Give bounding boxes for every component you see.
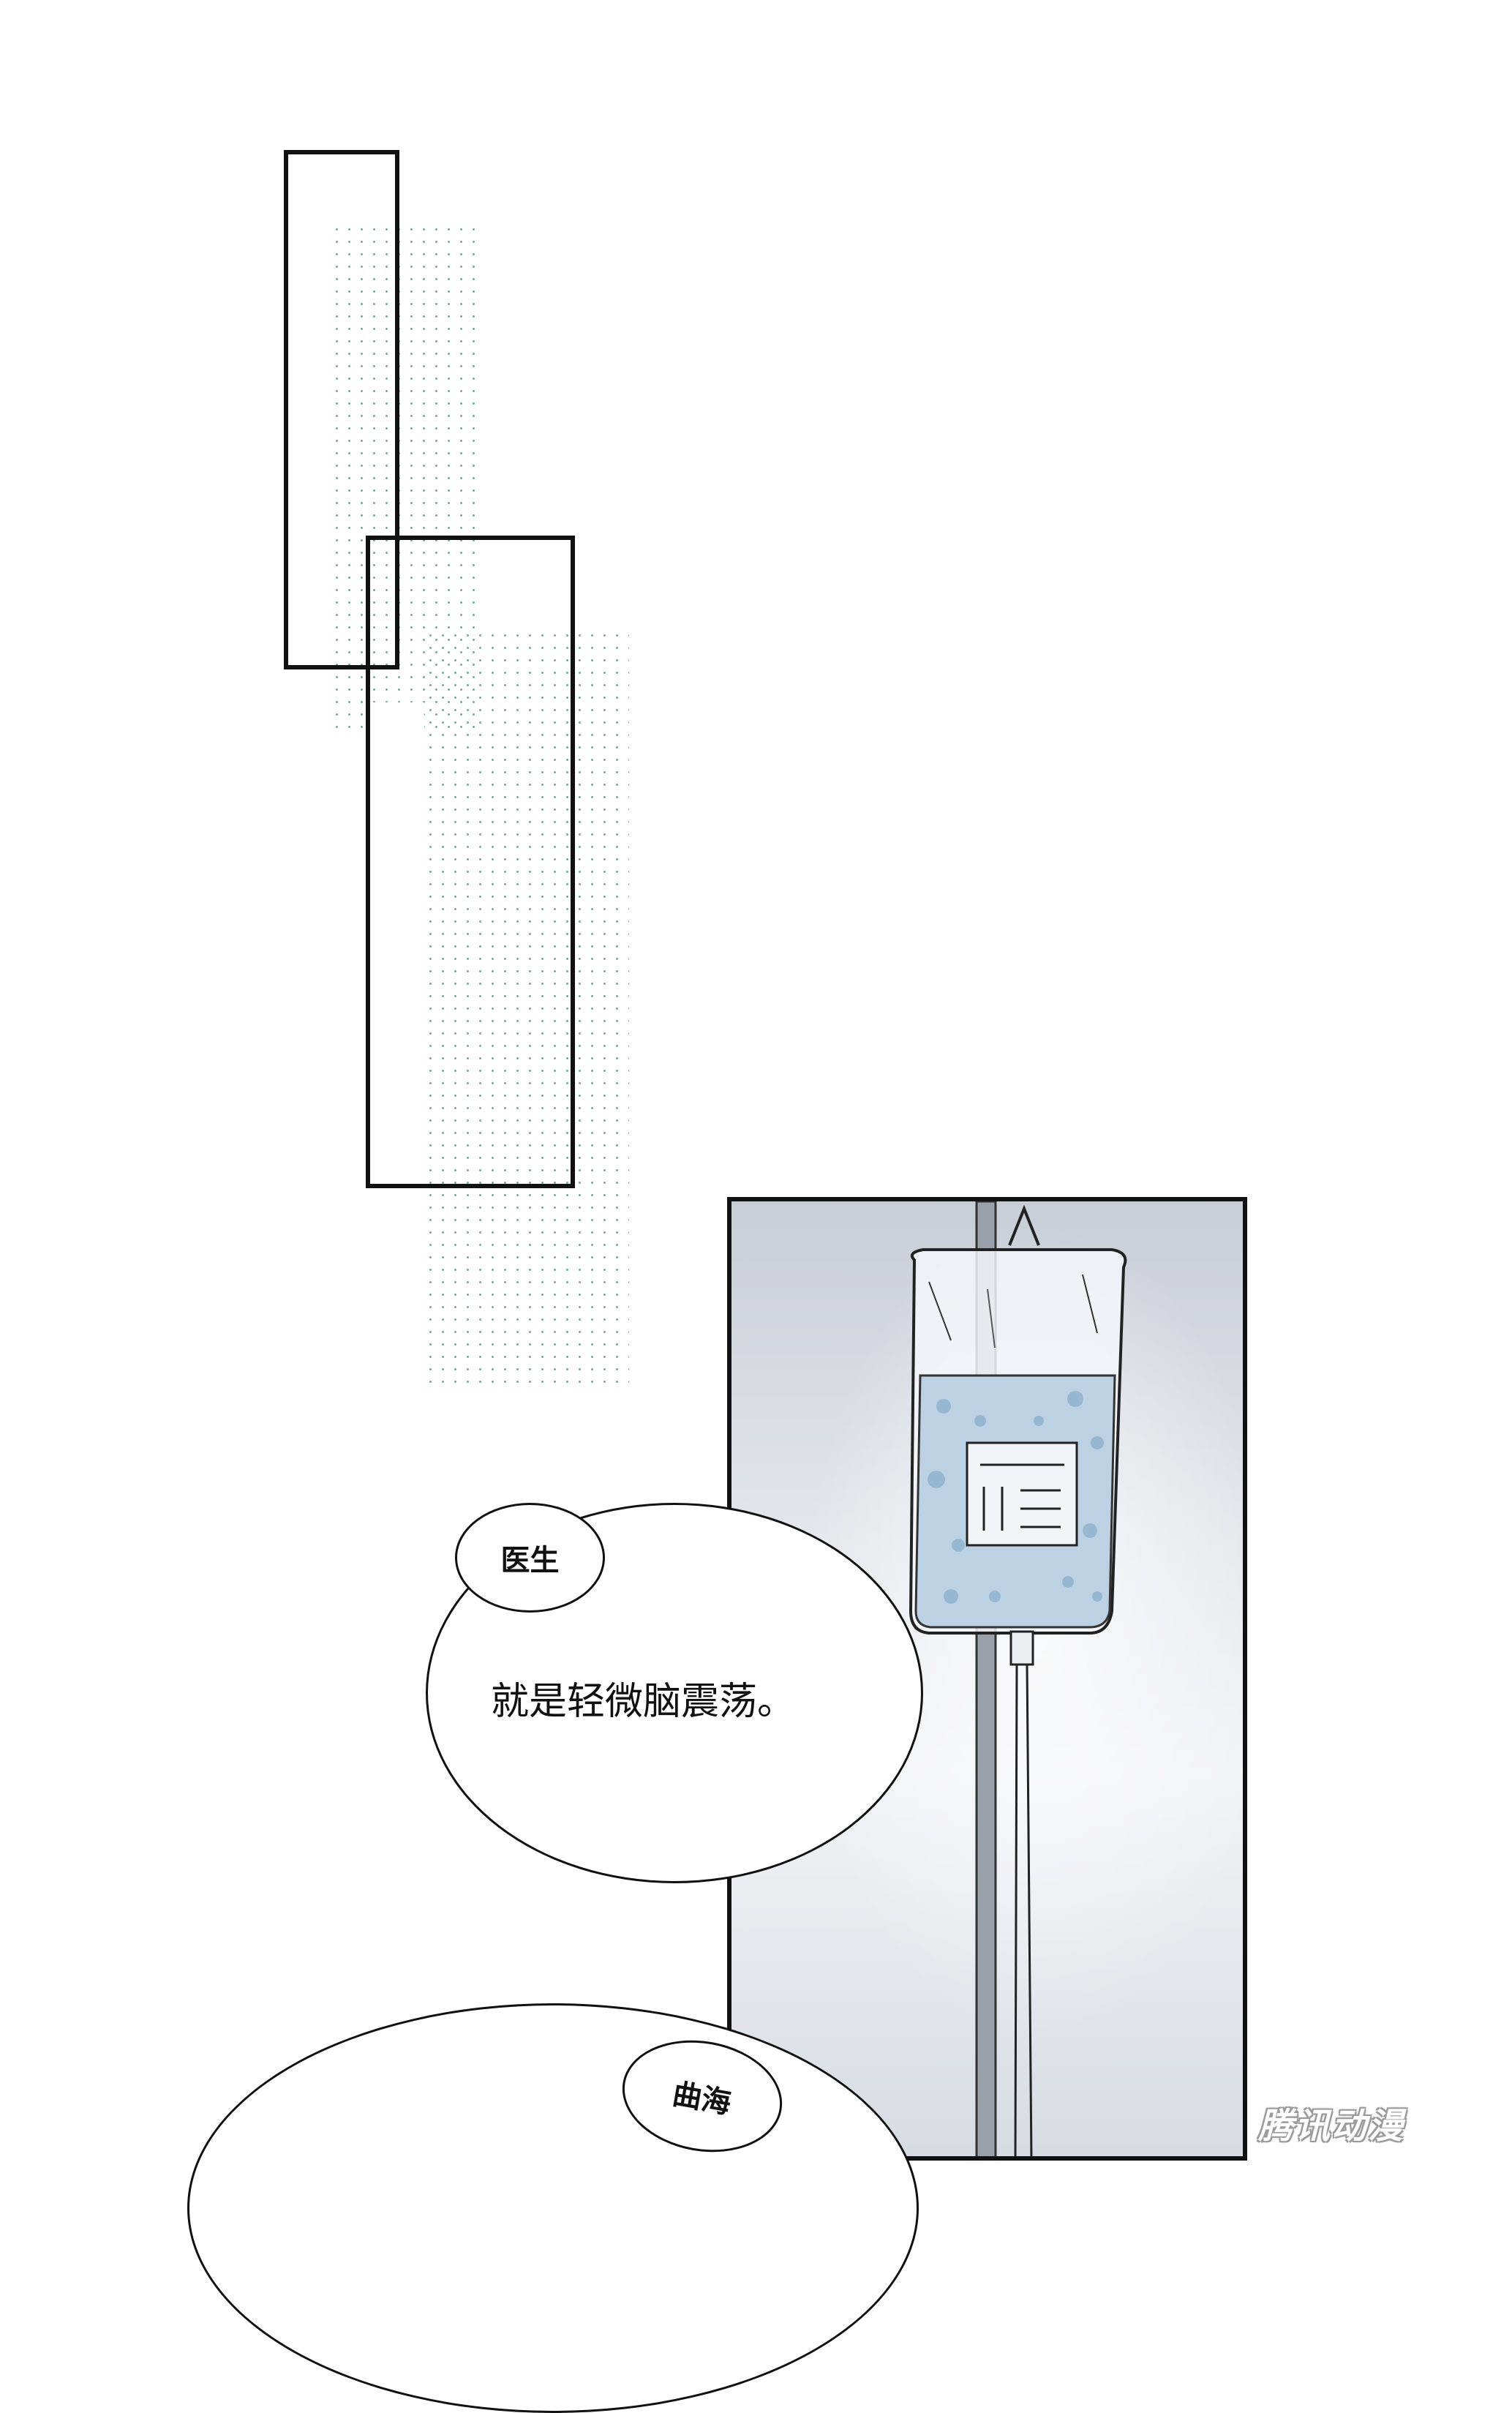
speaker-name: 医生 xyxy=(500,1544,560,1577)
halftone-pattern-lower xyxy=(424,629,629,1383)
iv-drip-panel xyxy=(727,1197,1247,2161)
speaker-name: 曲海 xyxy=(669,2077,734,2121)
iv-bag-illustration xyxy=(909,1201,1127,2156)
dialog-text: 就是轻微脑震荡。 xyxy=(491,1680,796,1724)
halftone-cutout xyxy=(373,702,424,776)
speaker-tag-doctor: 医生 xyxy=(455,1503,605,1613)
speech-bubble-quhai xyxy=(187,2003,919,2413)
outline-frame-tall xyxy=(284,150,399,669)
outline-frame-right xyxy=(366,536,575,1188)
speech-bubble-doctor: 就是轻微脑震荡。 xyxy=(426,1503,923,1883)
watermark-logo: 腾讯动漫 xyxy=(1258,2106,1405,2147)
